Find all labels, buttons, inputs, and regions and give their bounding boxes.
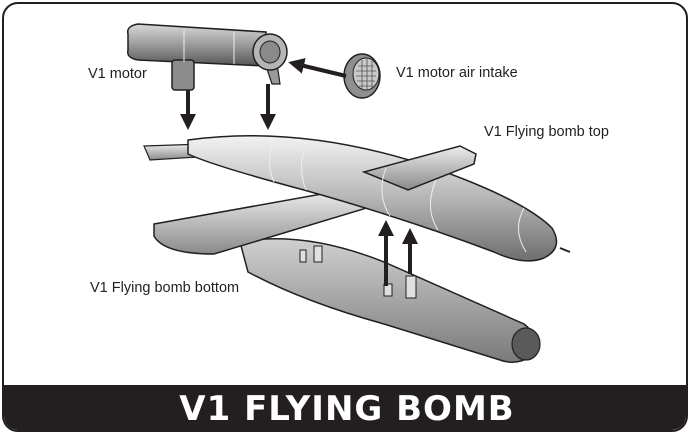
exploded-view-illustration: [126, 23, 571, 363]
diagram-title: V1 FLYING BOMB: [179, 389, 515, 429]
top-half-label: V1 Flying bomb top: [484, 124, 609, 140]
bottom-half-label: V1 Flying bomb bottom: [90, 280, 240, 296]
bottom-half-part: [239, 238, 541, 363]
air-intake-part: [343, 53, 381, 99]
motor-part: [126, 23, 288, 91]
motor-label: V1 motor: [88, 66, 147, 82]
air-intake-label: V1 motor air intake: [396, 65, 518, 81]
top-half-part: [143, 135, 571, 262]
title-bar: V1 FLYING BOMB: [4, 385, 686, 430]
assembly-arrows: [180, 58, 418, 286]
